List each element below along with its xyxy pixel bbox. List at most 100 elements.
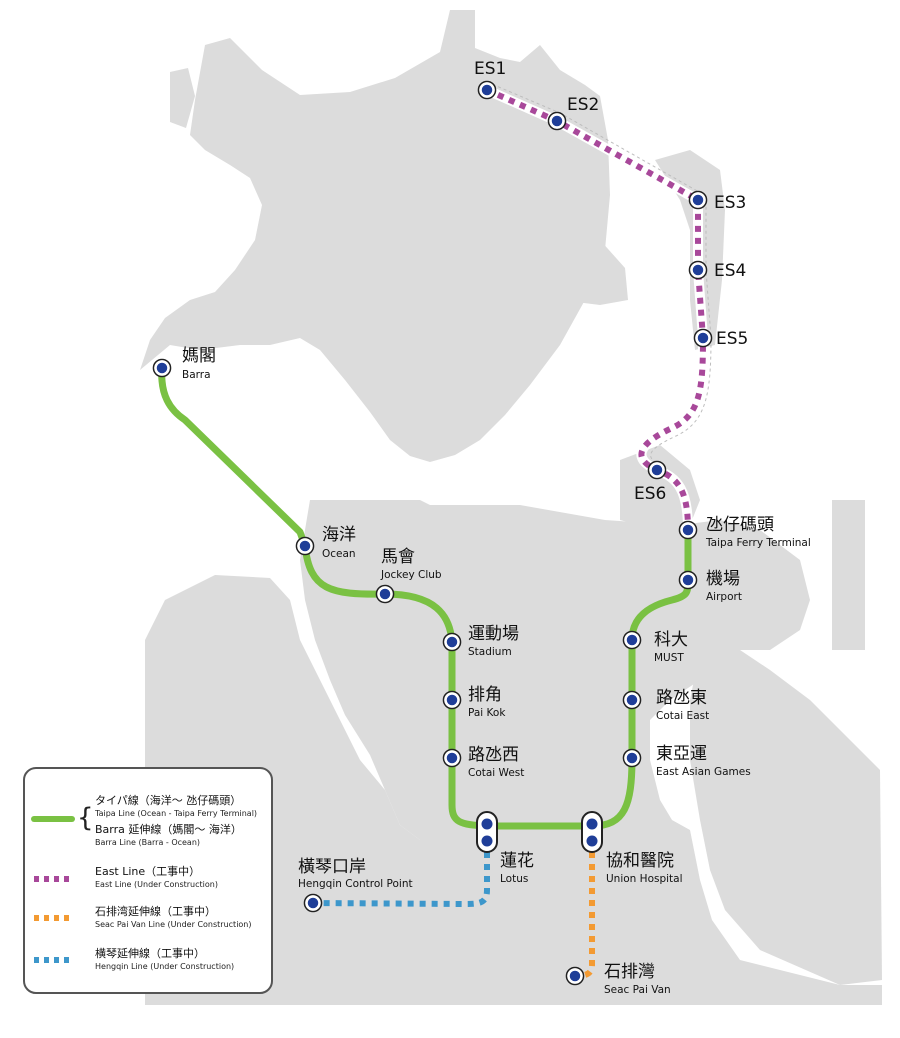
station-label-cotai-west-zh: 路氹西 [468, 745, 519, 765]
station-marker-es5 [695, 330, 711, 346]
station-marker-cotai-east [624, 692, 640, 708]
macau-reclaim-land [170, 68, 195, 128]
station-marker-stadium [444, 634, 460, 650]
station-ring-jockey-club [375, 584, 395, 604]
legend-seac-pai-van-line-main: 石排湾延伸線（工事中） [95, 904, 216, 918]
station-label-ocean-en: Ocean [322, 548, 356, 560]
coloane-land [690, 650, 882, 985]
station-label-union-hospital-zh: 協和醫院 [606, 851, 674, 871]
station-marker-union-hospital-b [586, 835, 598, 847]
station-label-stadium-en: Stadium [468, 646, 512, 658]
station-marker-airport [680, 572, 696, 588]
station-marker-es6 [649, 462, 665, 478]
station-label-es4: ES4 [714, 261, 746, 281]
station-label-airport-en: Airport [706, 591, 742, 603]
legend-box [23, 767, 273, 994]
station-marker-lotus-b [481, 835, 493, 847]
station-ring-pai-kok [442, 690, 462, 710]
station-ring-es2 [547, 111, 567, 131]
labels-layer: ES1 ES2 ES3 ES4 ES5 ES6 媽閣 Barra 海洋 Ocea… [182, 59, 811, 996]
legend-barra-line-main: Barra 延伸線（媽閣～ 海洋） [95, 822, 242, 836]
taipa-north-land [620, 445, 700, 528]
station-label-pai-kok-zh: 排角 [468, 685, 502, 705]
station-marker-seac-pai-van [567, 968, 583, 984]
legend-barra-line-sub: Barra Line (Barra - Ocean) [95, 838, 200, 847]
station-label-jockey-club-zh: 馬會 [381, 547, 415, 567]
station-label-cotai-east-zh: 路氹東 [656, 688, 707, 708]
legend-taipa-line-sub: Taipa Line (Ocean - Taipa Ferry Terminal… [94, 809, 257, 818]
station-label-es5: ES5 [716, 329, 748, 349]
station-label-seac-pai-van-zh: 石排灣 [604, 962, 655, 982]
station-label-must-en: MUST [654, 652, 684, 664]
station-label-east-asian-games-en: East Asian Games [656, 766, 751, 778]
legend: { タイパ線（海洋～ 氹仔碼頭） Taipa Line (Ocean - Tai… [23, 767, 273, 994]
station-label-barra-en: Barra [182, 369, 211, 381]
legend-east-line-sub: East Line (Under Construction) [95, 880, 218, 889]
station-markers [152, 80, 713, 986]
station-label-cotai-east-en: Cotai East [656, 710, 709, 722]
station-marker-union-hospital-a [586, 818, 598, 830]
station-label-seac-pai-van-en: Seac Pai Van [604, 984, 671, 996]
macau-peninsula-land [140, 10, 610, 462]
station-label-union-hospital-en: Union Hospital [606, 873, 683, 885]
station-ring-must [622, 630, 642, 650]
station-ring-east-asian-games [622, 748, 642, 768]
station-label-jockey-club-en: Jockey Club [380, 569, 442, 581]
station-marker-barra [154, 360, 170, 376]
station-label-lotus-zh: 蓮花 [500, 851, 534, 871]
station-ring-airport [678, 570, 698, 590]
station-marker-taipa-ferry-terminal [680, 522, 696, 538]
station-marker-es3 [690, 192, 706, 208]
station-marker-hengqin-control-point [305, 895, 321, 911]
east-reclaim-land [655, 150, 725, 350]
station-label-must-zh: 科大 [654, 630, 688, 650]
station-marker-ocean [297, 538, 313, 554]
station-label-hengqin-control-point-zh: 橫琴口岸 [298, 857, 366, 877]
station-ring-ocean [295, 536, 315, 556]
legend-seac-pai-van-line-sub: Seac Pai Van Line (Under Construction) [95, 920, 252, 929]
station-label-es1: ES1 [474, 59, 506, 79]
station-label-cotai-west-en: Cotai West [468, 767, 524, 779]
station-ring-taipa-ferry-terminal [678, 520, 698, 540]
station-label-stadium-zh: 運動場 [468, 624, 519, 644]
hengqin-line [312, 840, 490, 907]
legend-east-line-main: East Line（工事中） [95, 865, 200, 878]
station-ring-seac-pai-van [565, 966, 585, 986]
station-label-east-asian-games-zh: 東亞運 [656, 744, 707, 764]
station-ring-es6 [647, 460, 667, 480]
station-ring-es1 [477, 80, 497, 100]
stations-layer [152, 80, 713, 986]
legend-taipa-line-main: タイパ線（海洋～ 氹仔碼頭） [95, 793, 241, 807]
east-line [485, 87, 706, 531]
legend-hengqin-line-main: 横琴延伸線（工事中） [95, 946, 205, 960]
station-label-taipa-ferry-terminal-zh: 氹仔碼頭 [706, 515, 774, 535]
station-marker-es2 [549, 113, 565, 129]
station-ring-es5 [693, 328, 713, 348]
station-label-barra-zh: 媽閣 [182, 346, 216, 366]
station-label-hengqin-control-point-en: Hengqin Control Point [298, 878, 413, 890]
station-marker-jockey-club [377, 586, 393, 602]
station-label-airport-zh: 機場 [706, 569, 740, 589]
station-ring-cotai-east [622, 690, 642, 710]
station-ring-cotai-west [442, 748, 462, 768]
macau-southeast-land [515, 220, 628, 305]
station-label-es6: ES6 [634, 484, 666, 504]
station-marker-must [624, 632, 640, 648]
station-ring-hengqin-control-point [303, 893, 323, 913]
station-ring-es3 [688, 190, 708, 210]
station-marker-east-asian-games [624, 750, 640, 766]
station-ring-es4 [688, 260, 708, 280]
station-ring-stadium [442, 632, 462, 652]
legend-brace: { [77, 803, 94, 833]
station-marker-lotus-a [481, 818, 493, 830]
station-label-es3: ES3 [714, 193, 746, 213]
station-marker-es1 [479, 82, 495, 98]
station-marker-pai-kok [444, 692, 460, 708]
station-label-pai-kok-en: Pai Kok [468, 707, 506, 719]
taipa-line [158, 364, 692, 830]
lines-layer [158, 81, 712, 979]
east-islet-land [832, 500, 865, 650]
legend-hengqin-line-sub: Hengqin Line (Under Construction) [95, 962, 234, 971]
station-label-es2: ES2 [567, 95, 599, 115]
